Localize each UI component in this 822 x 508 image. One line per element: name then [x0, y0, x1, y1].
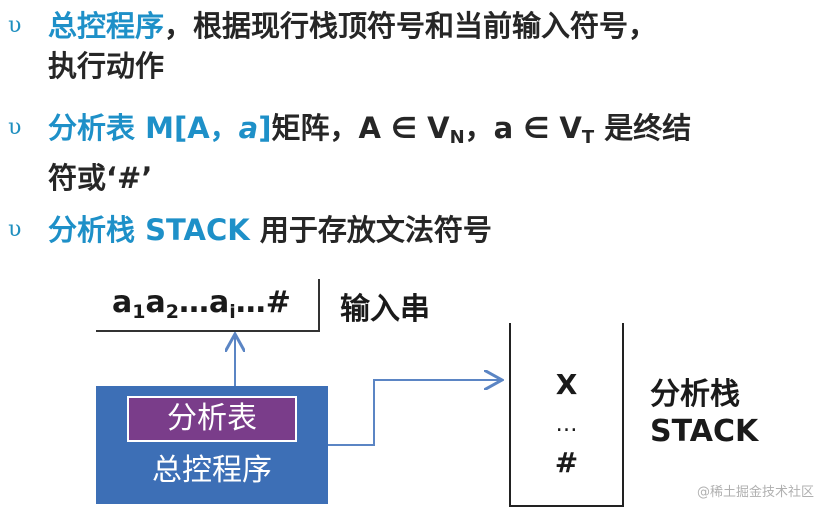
- input-string-box: a1a2…ai…#: [96, 279, 320, 332]
- stack-frame: [509, 323, 624, 507]
- bullet-text-line2: 符或‘#’: [48, 161, 153, 195]
- input-subscript: i: [229, 301, 236, 323]
- input-string-label: 输入串: [340, 292, 430, 327]
- keyword-bracket: ]: [258, 111, 272, 145]
- input-symbol: a: [145, 285, 166, 320]
- bullet-text: ，a ∈ V: [464, 111, 582, 145]
- bullet-text: 是终结: [594, 111, 692, 145]
- bullet-text: 用于存放文法符号: [249, 213, 492, 247]
- input-symbol: …#: [235, 285, 291, 320]
- input-subscript: 1: [132, 301, 146, 323]
- input-subscript: 2: [165, 301, 179, 323]
- bullet-text: ，根据现行栈顶符号和当前输入符号，: [164, 9, 658, 43]
- bullet-text-line2: 执行动作: [48, 49, 165, 83]
- bullet-marker: υ: [8, 13, 22, 38]
- stack-bottom-symbol: #: [554, 446, 579, 479]
- bullet-marker: υ: [8, 115, 22, 140]
- arrow-to-stack: [328, 380, 500, 446]
- stack-top-symbol: X: [555, 368, 578, 401]
- watermark: @稀土掘金技术社区: [696, 485, 814, 500]
- bullet-text: 矩阵，A ∈ V: [271, 111, 450, 145]
- bullet-analysis-table: υ 分析表 M[A，a]矩阵，A ∈ VN，a ∈ VT 是终结 符或‘#’: [8, 108, 816, 198]
- stack-label-cn: 分析栈: [650, 377, 740, 412]
- bullet-analysis-stack: υ 分析栈 STACK 用于存放文法符号: [8, 210, 816, 250]
- stack-ellipsis: …: [555, 412, 578, 437]
- bullet-control-program: υ 总控程序，根据现行栈顶符号和当前输入符号， 执行动作: [8, 6, 816, 86]
- keyword-analysis-stack: 分析栈 STACK: [48, 213, 250, 247]
- subscript-t: T: [581, 127, 595, 148]
- control-program-label: 总控程序: [152, 453, 272, 488]
- keyword-control-program: 总控程序: [48, 9, 165, 43]
- keyword-analysis-table: 分析表 M[A，: [48, 111, 239, 145]
- bullet-marker: υ: [8, 217, 22, 242]
- input-symbol: a: [112, 285, 133, 320]
- analysis-table-box: 分析表: [127, 396, 297, 442]
- subscript-n: N: [449, 127, 465, 148]
- keyword-terminal-a: a: [238, 111, 259, 145]
- stack-label-en: STACK: [650, 414, 759, 449]
- input-symbol: …a: [178, 285, 230, 320]
